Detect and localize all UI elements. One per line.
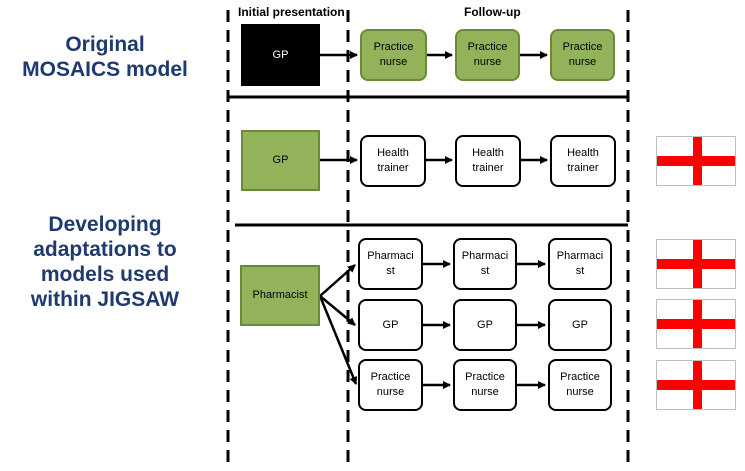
node-pharmacist: Pharmacist [240,265,320,326]
node-health-model-gp: GP [241,130,320,191]
arrow [318,295,358,385]
england-flag [656,239,736,289]
node-health-trainer: Health trainer [455,135,521,187]
arrow [319,295,356,326]
node-gp-followup: GP [453,299,517,351]
england-flag [656,136,736,186]
england-flag [656,299,736,349]
node-practice-nurse-followup: Practice nurse [358,359,423,411]
node-practice-nurse-followup: Practice nurse [548,359,612,411]
node-original-gp: GP [241,24,320,86]
node-health-trainer: Health trainer [360,135,426,187]
node-practice-nurse: Practice nurse [360,29,427,81]
node-practice-nurse-followup: Practice nurse [453,359,517,411]
node-gp-followup: GP [548,299,612,351]
node-pharmacist-followup: Pharmaci st [548,238,612,290]
heading-follow-up: Follow-up [464,5,521,19]
title-original-model: Original MOSAICS model [22,33,188,81]
arrow [319,264,356,297]
node-pharmacist-followup: Pharmaci st [358,238,423,290]
node-gp-followup: GP [358,299,423,351]
node-practice-nurse: Practice nurse [455,29,520,81]
node-pharmacist-followup: Pharmaci st [453,238,517,290]
node-practice-nurse: Practice nurse [550,29,615,81]
heading-initial-presentation: Initial presentation [238,5,345,19]
england-flag [656,360,736,410]
title-developing-adaptations: Developing adaptations to models used wi… [30,213,180,311]
node-health-trainer: Health trainer [550,135,616,187]
